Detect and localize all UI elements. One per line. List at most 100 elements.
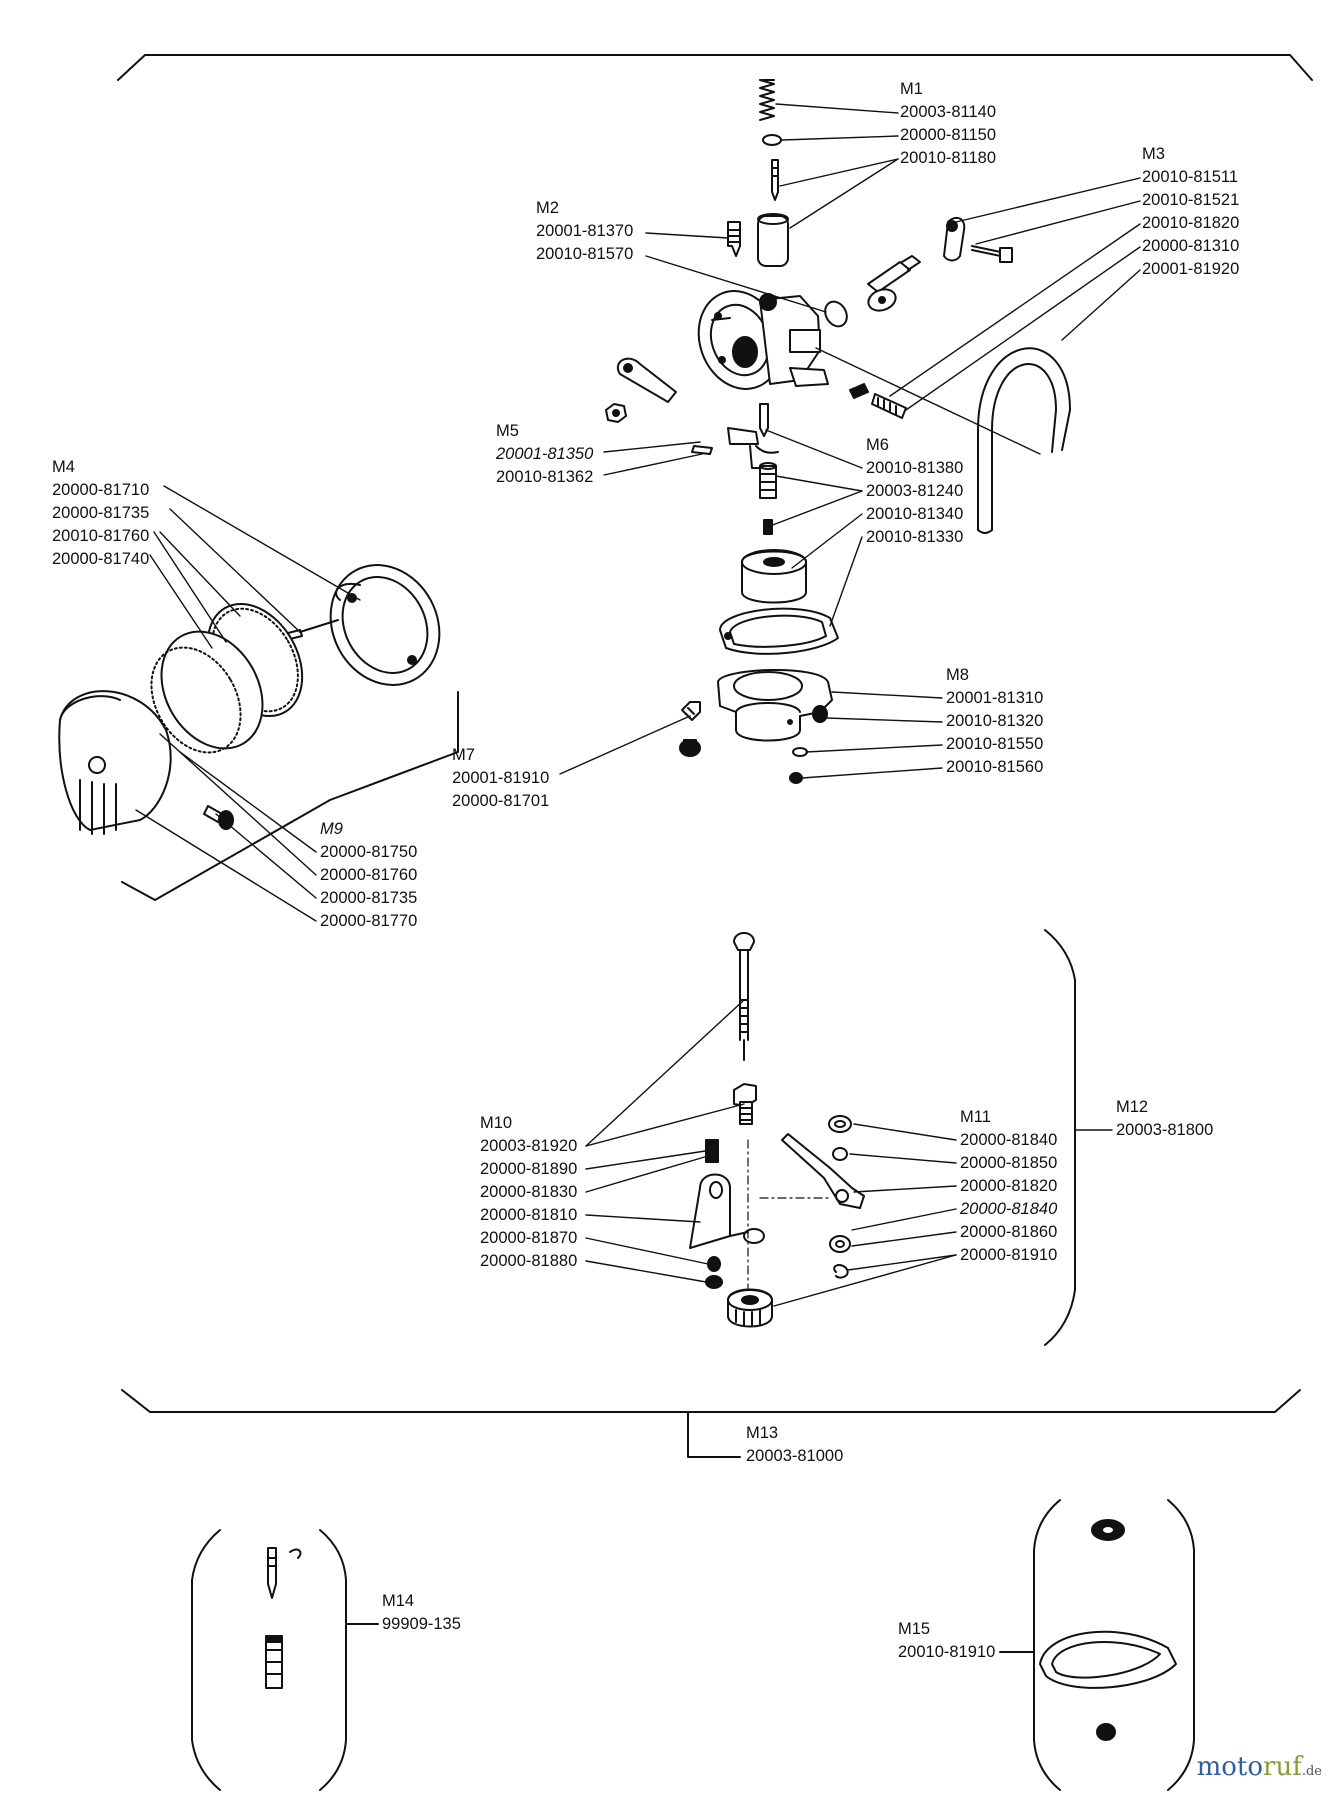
part-number: 20010-81180	[900, 149, 997, 167]
part-number: 20000-81850	[960, 1154, 1058, 1172]
group-label-m4: M4	[52, 458, 75, 476]
part-number: 20010-81320	[946, 712, 1044, 730]
part-number: 20000-81760	[320, 866, 418, 884]
part-number: 20010-81570	[536, 245, 634, 263]
drain-screw-part	[681, 701, 701, 721]
part-number: 20010-81511	[1142, 168, 1239, 186]
part-number: 20000-81880	[480, 1252, 578, 1270]
part-number: 20000-81150	[900, 126, 997, 144]
knob-part	[727, 1288, 773, 1328]
part-number: 20010-81521	[1142, 191, 1240, 209]
part-number: 99909-135	[382, 1615, 461, 1633]
part-number: 20000-81740	[52, 550, 150, 568]
watermark-text-de: .de	[1301, 1764, 1322, 1779]
part-number: 20000-81870	[480, 1229, 578, 1247]
part-number: 20000-81735	[52, 504, 150, 522]
group-label-m15: M15	[898, 1620, 931, 1638]
part-number: 20000-81701	[452, 792, 550, 810]
group-label-m11: M11	[960, 1108, 991, 1126]
filter-screw-part	[283, 619, 339, 641]
mixture-screw-part	[849, 383, 907, 419]
lever-arm-part	[867, 255, 921, 312]
part-number: 20003-81240	[866, 482, 964, 500]
float-part	[741, 549, 807, 604]
part-number: 20000-81910	[960, 1246, 1058, 1264]
part-number: 20001-81310	[946, 689, 1044, 707]
part-number: 20000-81770	[320, 912, 418, 930]
main-jet-part	[759, 462, 777, 499]
m12-bracket	[1044, 929, 1076, 1346]
fuel-hose-part	[977, 347, 1071, 534]
center-line	[747, 1139, 833, 1291]
top-bracket	[117, 54, 1313, 81]
bowl-washer-part	[789, 705, 828, 784]
bowl-screw-part	[679, 739, 701, 757]
part-number: 20010-81362	[496, 468, 594, 486]
part-number: 20000-81830	[480, 1183, 578, 1201]
group-label-m10: M10	[480, 1114, 513, 1132]
part-number: 20010-81910	[898, 1643, 996, 1661]
jet-screw-part	[763, 519, 773, 535]
part-number: 20000-81810	[480, 1206, 578, 1224]
watermark-logo[interactable]: motoruf.de	[1197, 1752, 1322, 1782]
float-needle-part	[759, 403, 769, 437]
lock-washer-part	[705, 1256, 723, 1289]
m13-bracket	[121, 1389, 1301, 1458]
throttle-valve-part	[757, 213, 789, 267]
clip-part	[762, 134, 782, 146]
group-label-m12: M12	[1116, 1098, 1149, 1116]
part-number: 20000-81890	[480, 1160, 578, 1178]
washers-part	[828, 1115, 852, 1279]
part-number: 20000-81840	[960, 1200, 1058, 1218]
watermark-text-moto: moto	[1196, 1752, 1264, 1782]
needle-part	[771, 159, 779, 201]
group-label-m13: M13	[746, 1424, 779, 1442]
leader-lines	[135, 103, 1141, 1307]
part-number: 20000-81750	[320, 843, 418, 861]
m7-bracket	[121, 691, 459, 901]
part-number: 20003-81140	[900, 103, 997, 121]
watermark-text-ruf: ruf	[1263, 1752, 1302, 1782]
filter-element-part	[150, 630, 264, 754]
lever-plate-part	[781, 1133, 865, 1209]
group-label-m9: M9	[320, 820, 343, 838]
part-number: 20000-81820	[960, 1177, 1058, 1195]
part-number: 20001-81910	[452, 769, 550, 787]
part-number: 20010-81560	[946, 758, 1044, 776]
filter-band-part	[329, 564, 441, 686]
m14-bracket	[191, 1529, 379, 1791]
m14-jet-part	[265, 1635, 283, 1689]
part-number: 20010-81380	[866, 459, 964, 477]
group-label-m1: M1	[900, 80, 923, 98]
bracket-part	[689, 1173, 765, 1249]
part-number: 20010-81820	[1142, 214, 1240, 232]
group-label-m2: M2	[536, 199, 559, 217]
carburetor-body	[697, 290, 829, 390]
nut-part	[605, 403, 627, 423]
long-bolt-part	[733, 932, 755, 1061]
part-number: 20000-81840	[960, 1131, 1058, 1149]
part-number: 20003-81800	[1116, 1121, 1214, 1139]
group-label-m8: M8	[946, 666, 969, 684]
m14-needle-part	[267, 1547, 302, 1599]
part-number: 20010-81550	[946, 735, 1044, 753]
part-number: 20000-81310	[1142, 237, 1240, 255]
group-label-m7: M7	[452, 746, 475, 764]
part-number: 20010-81760	[52, 527, 150, 545]
group-label-m3: M3	[1142, 145, 1165, 163]
group-label-m5: M5	[496, 422, 519, 440]
part-number: 20010-81340	[866, 505, 964, 523]
m15-diaphragm-part	[1091, 1519, 1125, 1541]
m15-bracket	[999, 1499, 1195, 1791]
o-ring-part	[824, 300, 848, 328]
float-gasket-part	[719, 607, 839, 655]
part-number: 20001-81920	[1142, 260, 1240, 278]
choke-shaft-part	[691, 427, 779, 469]
float-bowl-part	[717, 669, 833, 742]
part-number: 20000-81710	[52, 481, 150, 499]
stud-screw-part	[705, 1139, 719, 1163]
m15-plug-part	[1096, 1723, 1116, 1741]
part-number: 20003-81000	[746, 1447, 844, 1465]
